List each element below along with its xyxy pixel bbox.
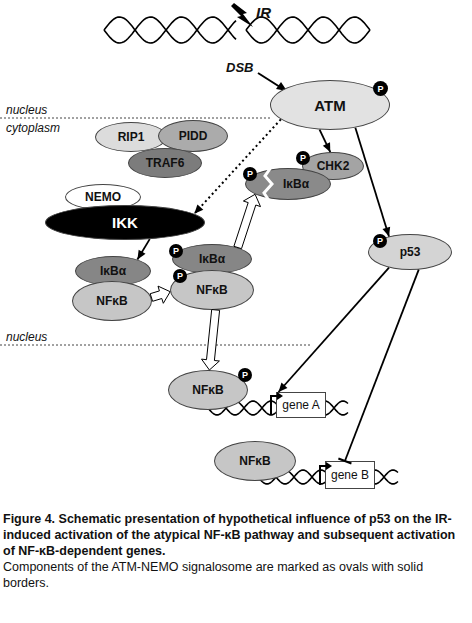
caption-box: Figure 4. Schematic presentation of hypo… [3, 511, 469, 591]
node-label: gene B [331, 468, 369, 482]
node-label: NEMO [85, 190, 121, 204]
protein-oval: NFκB P [170, 270, 254, 310]
radiation-label: IR [256, 4, 271, 21]
block-arrow [150, 286, 170, 303]
inhibition-bar [338, 458, 351, 463]
nucleus-border [0, 345, 312, 346]
node-label: IκBα [100, 264, 126, 278]
dsb-arrow-line [258, 73, 280, 87]
protein-oval: NFκB [72, 281, 152, 321]
gene-box: gene B [325, 461, 375, 489]
compartment-label: cytoplasm [6, 121, 60, 135]
node-label: IκBα [199, 252, 225, 266]
arrow-head [137, 250, 145, 260]
node-label: NFκB [239, 454, 270, 468]
promoter-arrow-head [326, 462, 332, 470]
arrow-head [383, 227, 391, 237]
phospho-mark: P [173, 269, 187, 283]
node-label: gene A [282, 398, 319, 412]
connector-line [355, 128, 389, 237]
compartment-label: nucleus [6, 103, 47, 117]
activation-arrow [137, 239, 149, 259]
dna-helix [104, 17, 398, 484]
phospho-mark: P [373, 81, 388, 96]
phospho-label: P [242, 370, 248, 380]
node-label: IKK [112, 214, 138, 231]
block-arrow [234, 194, 261, 248]
phospho-label: P [177, 271, 183, 281]
promoter-arrow [320, 466, 328, 485]
node-label: NFκB [192, 383, 223, 397]
node-label: NFκB [96, 294, 127, 308]
block-arrow [202, 310, 220, 371]
gene-box: gene A [276, 392, 326, 418]
connector-line [194, 119, 281, 213]
compartment-label: nucleus [6, 330, 47, 344]
phospho-mark: P [238, 368, 252, 382]
inhibition-connector [338, 270, 418, 464]
node-label: TRAF6 [146, 156, 185, 170]
lesion-label: DSB [226, 60, 253, 75]
node-label: ATM [314, 97, 345, 114]
activation-arrow [194, 119, 281, 213]
nucleus-border [0, 118, 272, 119]
protein-oval: NFκB P [168, 370, 248, 410]
connector-line [320, 130, 331, 152]
phospho-label: P [247, 169, 253, 179]
activation-arrow [355, 128, 390, 237]
caption-note: Components of the ATM-NEMO signalosome a… [3, 559, 469, 591]
node-label: CHK2 [317, 159, 350, 173]
arrow-head [323, 142, 330, 152]
protein-oval: NFκB [214, 441, 296, 481]
phospho-label: P [377, 84, 383, 94]
protein-oval: TRAF6 [128, 148, 202, 178]
arrow-head [278, 383, 287, 392]
node-label: RIP1 [118, 130, 145, 144]
node-label: IκBα [283, 177, 309, 191]
translocation-arrow [234, 194, 261, 248]
promoter-arrow-head [277, 392, 283, 400]
connector-line [345, 270, 419, 461]
phospho-mark: P [243, 167, 257, 181]
degraded-oval: IκBα P [245, 168, 331, 200]
connector-line [278, 268, 389, 392]
phospho-mark: P [373, 234, 387, 248]
node-label: NFκB [196, 283, 227, 297]
degradation-crack [264, 166, 272, 202]
translocation-arrow [150, 286, 170, 303]
protein-oval: p53 P [368, 234, 452, 270]
phospho-label: P [173, 246, 179, 256]
phospho-label: P [377, 236, 383, 246]
arrow-head [194, 204, 203, 213]
kinase-oval: IKK [45, 205, 205, 240]
connector-line [137, 239, 149, 259]
phospho-mark: P [296, 151, 310, 165]
activation-arrow [278, 268, 389, 392]
phospho-label: P [300, 153, 306, 163]
protein-oval: ATM P [270, 80, 390, 130]
lightning-bolt [231, 3, 253, 27]
translocation-arrow [202, 310, 220, 371]
promoter-arrow [271, 396, 279, 414]
activation-arrow [320, 130, 331, 152]
phospho-mark: P [169, 244, 183, 258]
node-label: p53 [400, 245, 421, 259]
dna-strand [104, 17, 236, 43]
figure-caption: Figure 4. Schematic presentation of hypo… [3, 511, 469, 559]
node-label: PIDD [179, 129, 208, 143]
dna-strand [104, 17, 236, 43]
